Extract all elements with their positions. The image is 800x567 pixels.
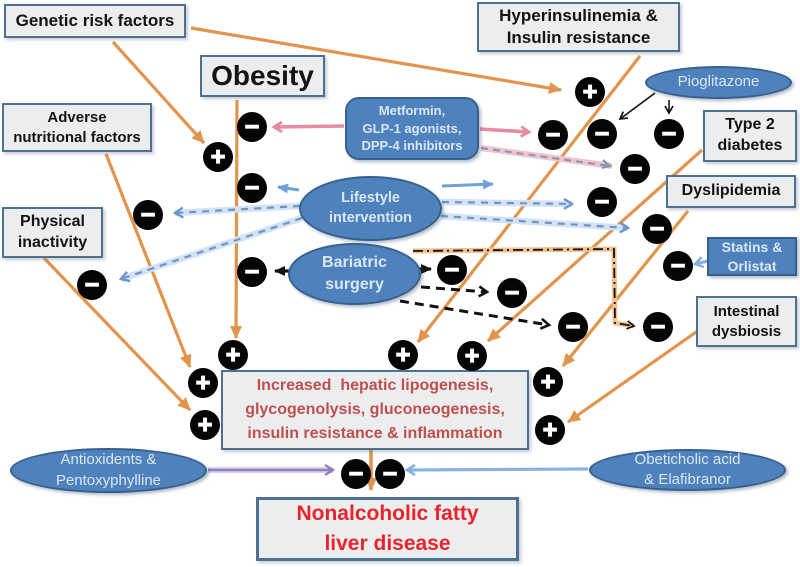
- node-label-line1: Physical: [20, 212, 85, 230]
- treatment-label-line2: intervention: [329, 209, 412, 226]
- node-label-line1: Nonalcoholic fatty: [296, 501, 479, 525]
- arrow-lifestyle-to-genetic-pathway-minus: [175, 204, 301, 213]
- node-label-line2: glycogenolysis, gluconeogenesis,: [245, 401, 505, 418]
- node-label-line2: diabetes: [717, 137, 783, 154]
- node-label-line2: Insulin resistance: [506, 28, 651, 47]
- arrow-genetic-to-obesity-pathway: [111, 40, 206, 145]
- treatment-incretin-drugs: Metformin, GLP-1 agonists, DPP-4 inhibit…: [345, 97, 479, 160]
- arrow-pioglitazone-to-minus-left: [618, 92, 656, 121]
- node-label-line1: Hyperinsulinemia &: [499, 5, 658, 25]
- minus-badge: −: [558, 312, 588, 342]
- minus-badge: −: [341, 459, 371, 489]
- minus-badge: −: [77, 270, 107, 300]
- node-label-line2: dysbiosis: [711, 322, 782, 340]
- plus-badge: +: [575, 77, 605, 107]
- treatment-label-line2: & Elafibranor: [644, 471, 731, 488]
- treatment-bariatric-surgery: Bariatric surgery: [288, 243, 421, 305]
- treatment-pioglitazone: Pioglitazone: [645, 66, 792, 99]
- arrow-lifestyle-to-obesity-minus: [277, 183, 300, 194]
- node-hyperinsulinemia: Hyperinsulinemia & Insulin resistance: [477, 2, 680, 52]
- treatment-obeticholic-elafibranor: Obeticholic acid & Elafibranor: [589, 449, 786, 491]
- treatment-label-line1: Antioxidents &: [60, 451, 157, 469]
- plus-badge: +: [388, 340, 418, 370]
- arrow-physical-to-increased-hepatic: [42, 256, 192, 412]
- arrow-lifestyle-to-inactivity-minus: [121, 216, 303, 279]
- treatment-label-line1: Metformin,: [378, 103, 446, 119]
- treatment-label-line1: Obeticholic acid: [634, 450, 741, 468]
- minus-badge: −: [587, 187, 617, 217]
- node-label: Dyslipidemia: [681, 182, 781, 200]
- minus-badge: −: [375, 459, 405, 489]
- arrow-metformin-to-obesity-minus: [274, 126, 345, 127]
- minus-badge: −: [237, 112, 267, 142]
- treatment-label: Pioglitazone: [677, 73, 760, 91]
- plus-badge: +: [218, 340, 248, 370]
- treatment-label-line3: DPP-4 inhibitors: [361, 138, 463, 154]
- arrow-metformin-to-diabetes-minus-dashed: [480, 147, 613, 169]
- node-adverse-nutritional-factors: Adverse nutritional factors: [2, 103, 152, 152]
- treatment-label-line2: surgery: [325, 276, 384, 293]
- node-type2-diabetes: Type 2 diabetes: [703, 110, 797, 162]
- minus-badge: −: [133, 200, 163, 230]
- node-label-line1: Type 2: [725, 116, 775, 134]
- minus-badge: −: [497, 278, 527, 308]
- treatment-lifestyle-intervention: Lifestyle intervention: [299, 176, 442, 241]
- node-label-line2: nutritional factors: [13, 128, 141, 146]
- arrow-lifestyle-to-hyperinsulinemia-minus: [441, 179, 494, 190]
- plus-badge: +: [203, 142, 233, 172]
- plus-badge: +: [457, 341, 487, 371]
- arrow-statins-to-dyslipidemia-minus: [695, 261, 709, 264]
- minus-badge: −: [654, 119, 684, 149]
- node-label-line1: Intestinal: [713, 303, 780, 320]
- arrow-intestinal-to-increased-hepatic: [567, 328, 700, 424]
- node-genetic-risk-factors: Genetic risk factors: [4, 4, 186, 38]
- node-label-line2: liver disease: [324, 532, 451, 555]
- arrow-adverse-to-increased-hepatic: [104, 153, 192, 368]
- node-intestinal-dysbiosis: Intestinal dysbiosis: [696, 296, 797, 347]
- treatment-label-line2: Orlistat: [727, 257, 777, 274]
- minus-badge: −: [538, 120, 568, 150]
- treatment-label-line1: Bariatric: [322, 254, 387, 272]
- node-label-line3: insulin resistance & inflammation: [247, 425, 503, 442]
- plus-badge: +: [533, 367, 563, 397]
- node-label: Genetic risk factors: [15, 10, 175, 30]
- node-label-line2: inactivity: [17, 233, 88, 251]
- arrow-metformin-to-hyperinsulinemia-minus: [479, 129, 529, 132]
- minus-badge: −: [642, 214, 672, 244]
- arrow-bariatric-dashed-to-minus-2: [399, 299, 549, 325]
- treatment-label-line1: Statins &: [721, 238, 783, 255]
- minus-badge: −: [663, 251, 693, 281]
- arrow-genetic-to-hyperinsulinemia: [190, 26, 562, 94]
- node-increased-hepatic-processes: Increased hepatic lipogenesis, glycogeno…: [221, 370, 529, 450]
- minus-badge: −: [237, 257, 267, 287]
- plus-badge: +: [535, 415, 565, 445]
- node-label-line1: Adverse: [47, 109, 107, 126]
- minus-badge: −: [437, 255, 467, 285]
- minus-badge: −: [587, 119, 617, 149]
- node-label: Obesity: [211, 59, 314, 91]
- treatment-antioxidants-pentoxyphylline: Antioxidents & Pentoxyphylline: [10, 448, 207, 493]
- arrow-obesity-to-increased-hepatic: [230, 99, 243, 339]
- node-physical-inactivity: Physical inactivity: [2, 207, 103, 258]
- node-label-line1: Increased hepatic lipogenesis,: [256, 377, 494, 394]
- plus-badge: +: [190, 410, 220, 440]
- treatment-label-line2: Pentoxyphylline: [55, 471, 162, 489]
- arrow-lifestyle-to-dyslipidemia-minus: [440, 214, 628, 228]
- minus-badge: −: [620, 154, 650, 184]
- node-nafld: Nonalcoholic fatty liver disease: [256, 497, 519, 561]
- treatment-statins-orlistat: Statins & Orlistat: [707, 237, 797, 276]
- treatment-label-line2: GLP-1 agonists,: [362, 120, 462, 136]
- treatment-label-line1: Lifestyle: [341, 189, 400, 206]
- minus-badge: −: [643, 312, 673, 342]
- node-dyslipidemia: Dyslipidemia: [666, 175, 796, 208]
- arrow-bariatric-dashed-to-minus-1: [420, 287, 487, 292]
- arrow-hyperinsulinemia-to-increased-hepatic: [416, 55, 642, 343]
- minus-badge: −: [237, 173, 267, 203]
- arrow-bariatric-dashdot-to-intestinal-minus: [412, 248, 636, 330]
- plus-badge: +: [188, 368, 218, 398]
- arrow-lifestyle-to-diabetes-minus: [441, 202, 572, 204]
- node-obesity: Obesity: [200, 55, 325, 97]
- arrow-obeticholic-to-nafld-minus: [407, 469, 589, 470]
